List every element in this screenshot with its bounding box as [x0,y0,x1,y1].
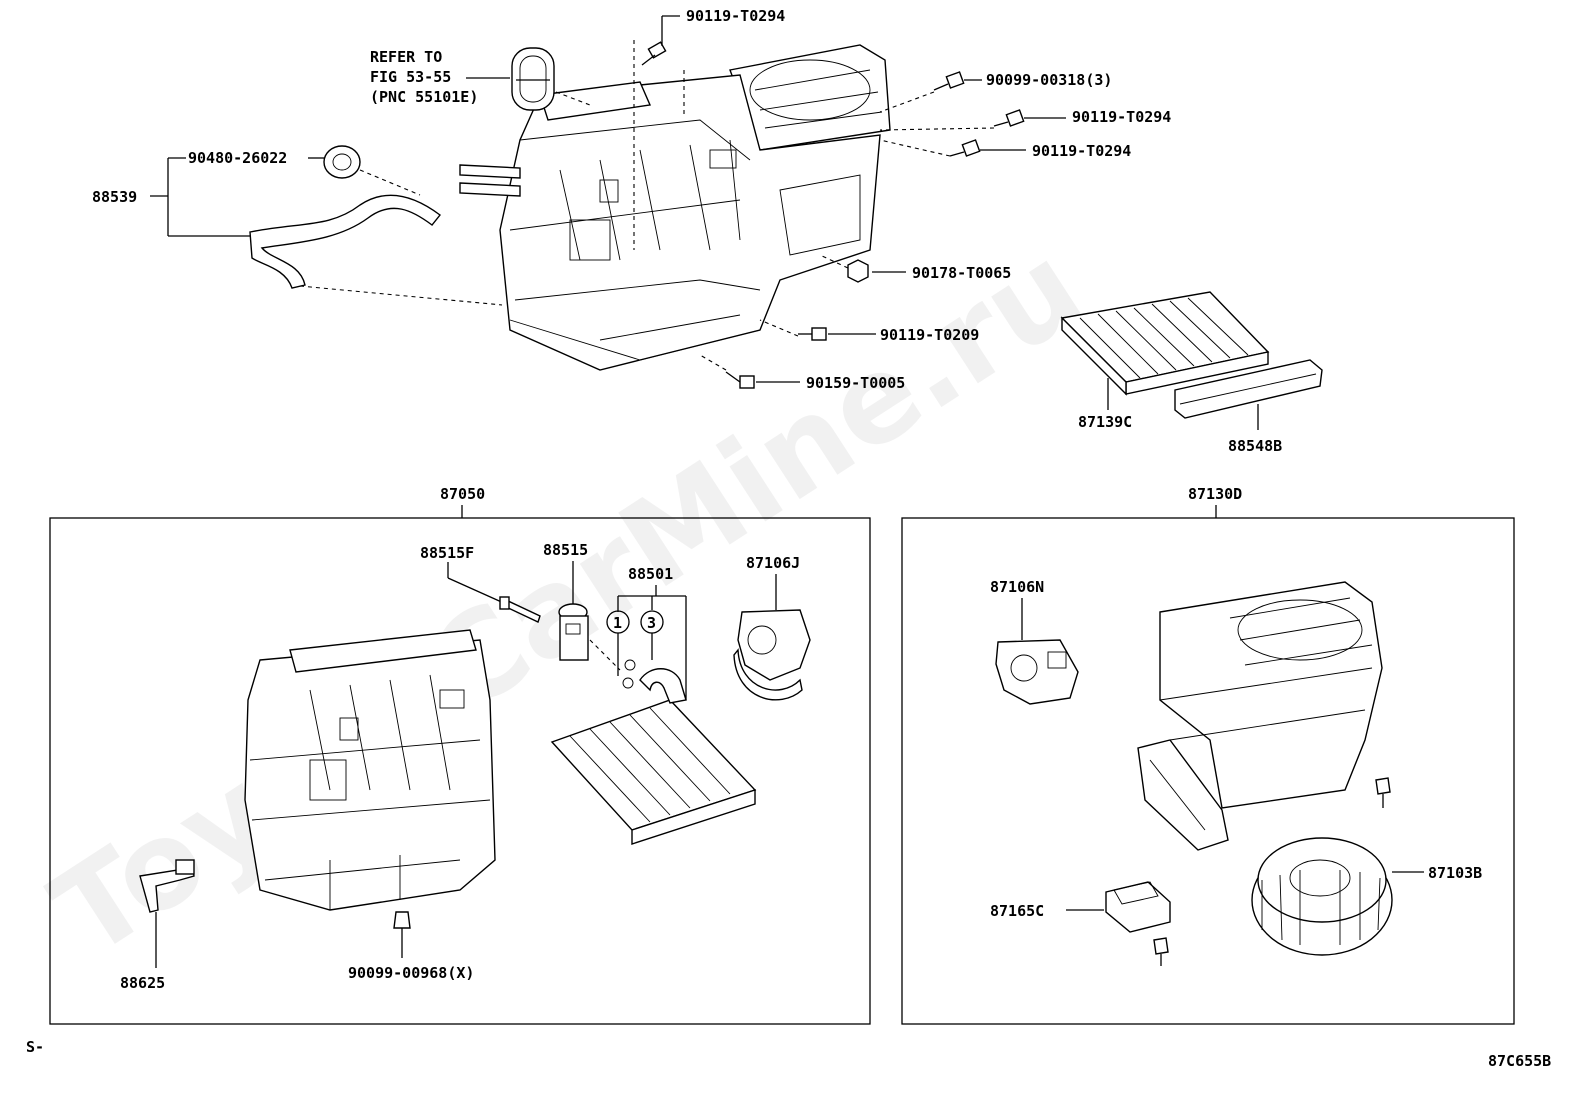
leader-dash [879,91,935,113]
callout-1: 1 [613,614,622,632]
label-88625: 88625 [120,974,165,992]
blower-case-drawing [1137,581,1383,851]
evaporator-icon [550,668,757,845]
label-90480-26022: 90480-26022 [188,149,287,167]
screw-icon [393,911,411,944]
leader-dash [359,169,421,196]
leader-dash [589,639,621,671]
expansion-valve-icon [558,603,589,661]
leader-dash [759,319,799,337]
label-87106J: 87106J [746,554,800,572]
footer-left: S- [26,1038,44,1056]
refer-line-3: (PNC 55101E) [370,88,478,106]
gasket-icon [511,47,555,111]
label-90099-00318: 90099-00318(3) [986,71,1112,89]
leader-dash [299,285,503,306]
servo-motor-icon [995,639,1079,705]
main-hvac-unit-drawing [459,44,891,371]
leader-dash [555,91,591,106]
screw-icon [993,109,1025,127]
label-87165C: 87165C [990,902,1044,920]
label-90119-T0294-c: 90119-T0294 [1032,142,1131,160]
drain-hose-icon [249,194,441,289]
label-87106N: 87106N [990,578,1044,596]
o-ring-icon [624,659,636,671]
label-90159-T0005: 90159-T0005 [806,374,905,392]
label-88515: 88515 [543,541,588,559]
filter-cover-icon [1174,359,1323,419]
label-87103B: 87103B [1428,864,1482,882]
refer-line-1: REFER TO [370,48,442,66]
label-87130D: 87130D [1188,485,1242,503]
label-88548B: 88548B [1228,437,1282,455]
refer-line-2: FIG 53-55 [370,68,451,86]
callout-3: 3 [647,614,656,632]
leader-dash [819,254,849,269]
bolt-icon [499,596,541,623]
leader-dash [699,354,727,371]
label-90119-T0209: 90119-T0209 [880,326,979,344]
label-90178-T0065: 90178-T0065 [912,264,1011,282]
label-87139C: 87139C [1078,413,1132,431]
label-88515F: 88515F [420,544,474,562]
bolt-icon [641,41,667,66]
blower-fan-icon [1251,837,1393,956]
blower-resistor-icon [1105,881,1171,933]
screw-icon [1375,777,1391,808]
leader-dash [879,139,951,157]
group-box-87130D [901,517,1515,1025]
label-88539: 88539 [92,188,137,206]
footer-code: 87C655B [1488,1052,1551,1070]
grommet-icon [323,145,361,179]
label-87050: 87050 [440,485,485,503]
group-box-87050 [49,517,871,1025]
bolt-icon [725,371,755,389]
cabin-filter-icon [1060,291,1270,396]
wire-harness-icon [139,859,195,913]
servo-motor-icon [733,609,811,701]
o-ring-icon [622,677,634,689]
label-88501: 88501 [628,565,673,583]
leader-dash [879,127,995,131]
nut-icon [847,259,869,283]
screw-icon [949,139,981,157]
label-90119-T0294-b: 90119-T0294 [1072,108,1171,126]
bolt-icon [798,327,827,341]
label-90099-00968: 90099-00968(X) [348,964,474,982]
heater-unit-drawing [244,629,496,911]
label-90119-T0294-top: 90119-T0294 [686,7,785,25]
screw-icon [1153,937,1169,966]
screw-icon [933,71,965,91]
